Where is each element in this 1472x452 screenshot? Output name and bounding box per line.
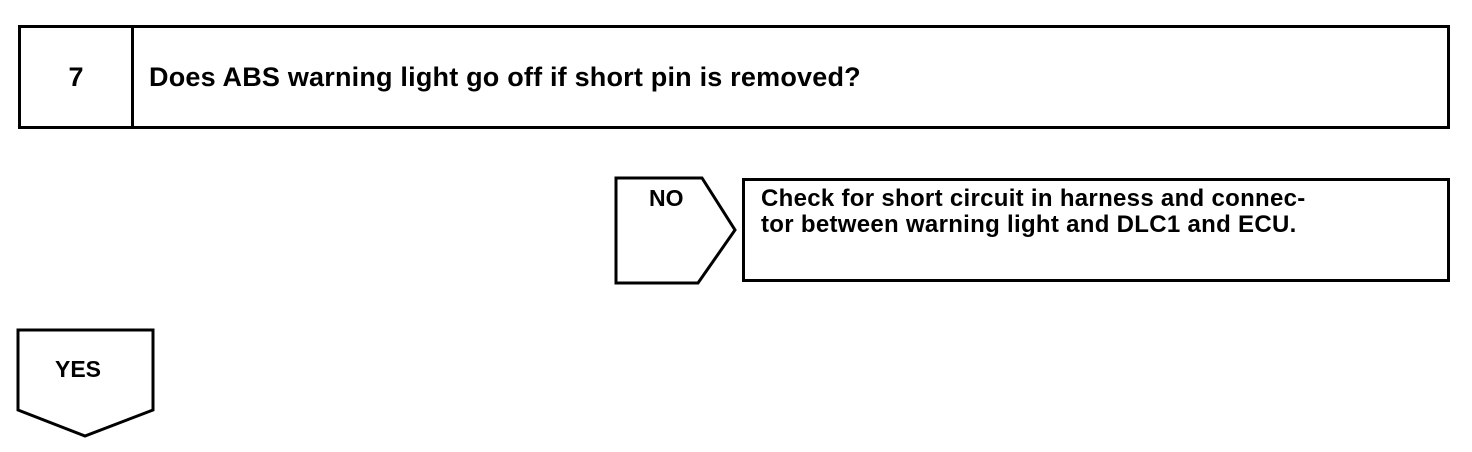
action-text: Check for short circuit in harness and c… bbox=[761, 186, 1441, 238]
step-number: 7 bbox=[21, 28, 134, 126]
step-question: Does ABS warning light go off if short p… bbox=[149, 61, 861, 92]
action-line-2: tor between warning light and DLC1 and E… bbox=[761, 211, 1297, 238]
action-line-1: Check for short circuit in harness and c… bbox=[761, 185, 1306, 212]
yes-label: YES bbox=[55, 356, 102, 382]
action-box: Check for short circuit in harness and c… bbox=[742, 178, 1450, 282]
no-label: NO bbox=[649, 185, 684, 211]
step-box: 7 Does ABS warning light go off if short… bbox=[18, 25, 1450, 129]
